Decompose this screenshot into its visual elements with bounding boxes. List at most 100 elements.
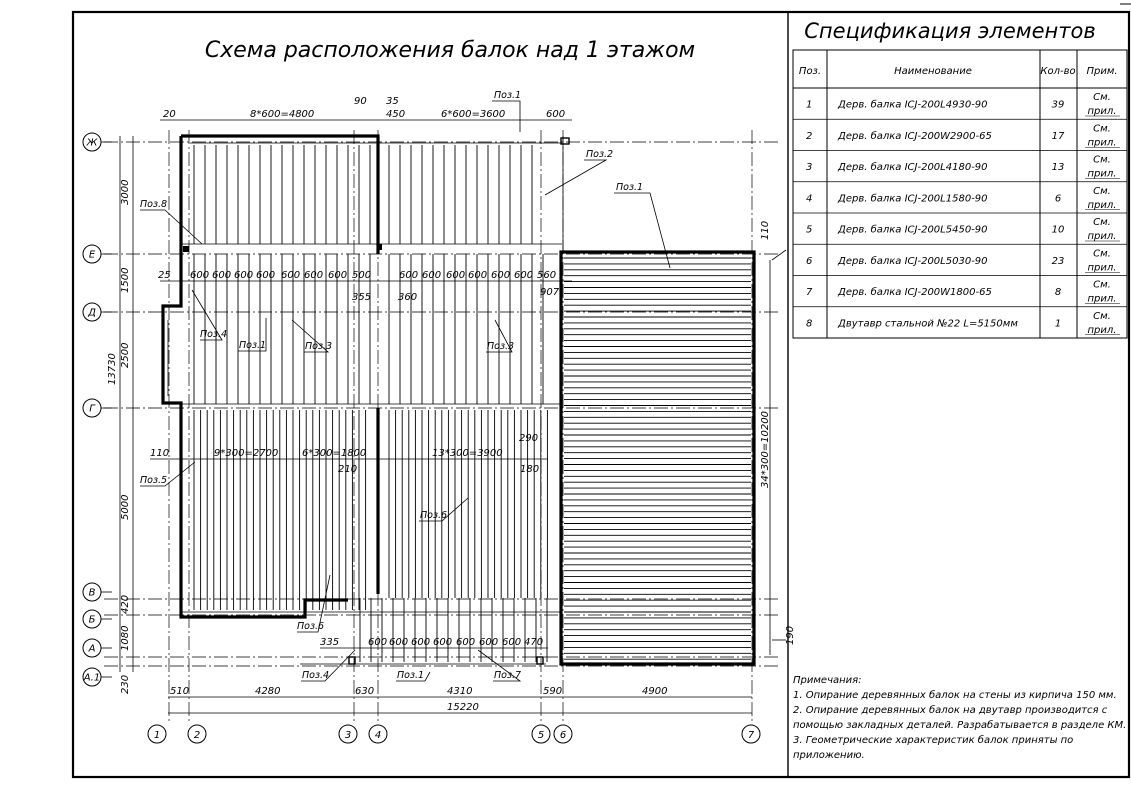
notes-title: Примечания: bbox=[793, 675, 862, 686]
spec-row-note: См. bbox=[1093, 311, 1111, 322]
spec-row-pos: 8 bbox=[806, 318, 812, 329]
dim-600-item: 600 bbox=[422, 270, 441, 281]
spec-row-pos: 1 bbox=[806, 100, 812, 111]
grid-axis-lines bbox=[104, 130, 780, 722]
spec-row-note: См. bbox=[1093, 280, 1111, 291]
spec-table: Спецификация элементов Поз. Наименование… bbox=[792, 19, 1128, 339]
axis-marker-Г: Г bbox=[82, 398, 112, 418]
spec-row-qty: 10 bbox=[1052, 225, 1065, 236]
note-line-2: 2. Опирание деревянных балок на двутавр … bbox=[793, 704, 1108, 716]
dim-600-item: 600 bbox=[281, 270, 300, 281]
dim-4280: 4280 bbox=[255, 686, 280, 697]
axis-marker-5: 5 bbox=[531, 724, 551, 744]
spec-row-pos: 7 bbox=[806, 287, 813, 298]
dim-600-item: 600 bbox=[190, 270, 209, 281]
callout-pos3-right: Поз.3 bbox=[487, 341, 514, 352]
dim-15220: 15220 bbox=[447, 702, 479, 713]
dim-20: 20 bbox=[163, 109, 176, 120]
dim-bottom-600-item: 600 bbox=[479, 637, 498, 648]
dim-600-item: 560 bbox=[537, 270, 556, 281]
dim-bottom-600-item: 600 bbox=[411, 637, 430, 648]
dim-bottom-600-item: 600 bbox=[502, 637, 521, 648]
spec-row-qty: 1 bbox=[1055, 318, 1061, 329]
spec-row-name: Дерв. балка ICJ-200L1580-90 bbox=[837, 192, 988, 204]
spec-row-pos: 3 bbox=[806, 162, 812, 173]
spec-row-note: прил. bbox=[1088, 200, 1117, 211]
axis-label: Ж bbox=[86, 138, 99, 149]
dim-1800: 6*300=1800 bbox=[302, 448, 366, 459]
dim-bottom-600-item: 600 bbox=[389, 637, 408, 648]
callout-pos7: Поз.7 bbox=[494, 670, 521, 681]
callout-pos1-top: Поз.1 bbox=[494, 90, 521, 101]
dim-600-item: 600 bbox=[304, 270, 323, 281]
spec-row-qty: 6 bbox=[1055, 193, 1061, 204]
spec-row-note: См. bbox=[1093, 92, 1111, 103]
spec-row-note: прил. bbox=[1088, 106, 1117, 117]
spec-row-note: прил. bbox=[1088, 169, 1117, 180]
spec-row-name: Дерв. балка ICJ-200W2900-65 bbox=[837, 130, 992, 142]
callout-pos3-left: Поз.3 bbox=[305, 341, 332, 352]
axis-marker-В: В bbox=[82, 582, 112, 602]
dim-290: 290 bbox=[519, 433, 538, 444]
axis-label: 1 bbox=[154, 730, 160, 741]
dim-3900: 13*300=3900 bbox=[432, 448, 503, 459]
spec-row-qty: 17 bbox=[1052, 131, 1065, 142]
dim-600-item: 600 bbox=[256, 270, 275, 281]
dim-360: 360 bbox=[398, 292, 417, 303]
dim-190: 190 bbox=[785, 626, 796, 645]
spec-row-note: См. bbox=[1093, 123, 1111, 134]
spec-row-name: Дерв. балка ICJ-200L5450-90 bbox=[837, 224, 988, 236]
sheet-frame bbox=[71, 3, 1131, 779]
dim-510: 510 bbox=[170, 686, 189, 697]
dim-13730: 13730 bbox=[107, 353, 118, 385]
axis-marker-Ж: Ж bbox=[82, 132, 112, 152]
axis-label: 4 bbox=[375, 730, 381, 741]
axis-label: А bbox=[88, 644, 96, 655]
axis-label: 6 bbox=[560, 730, 566, 741]
note-line-5: приложению. bbox=[793, 750, 865, 761]
note-line-1: 1. Опирание деревянных балок на стены из… bbox=[793, 689, 1117, 701]
note-line-4: 3. Геометрические характеристик балок пр… bbox=[793, 734, 1073, 746]
axis-label: 5 bbox=[538, 730, 544, 741]
dim-2700: 9*300=2700 bbox=[214, 448, 278, 459]
spec-row-pos: 5 bbox=[806, 225, 812, 236]
dim-600-item: 600 bbox=[514, 270, 533, 281]
dim-630: 630 bbox=[355, 686, 374, 697]
spec-title: Спецификация элементов bbox=[804, 19, 1095, 43]
dimension-texts: 20 8*600=4800 90 35 450 6*600=3600 600 2… bbox=[107, 96, 796, 713]
axis-marker-3: 3 bbox=[338, 724, 358, 744]
callout-pos2: Поз.2 bbox=[586, 149, 613, 160]
dimension-lines bbox=[119, 119, 787, 714]
spec-row-name: Дерв. балка ICJ-200L5030-90 bbox=[837, 255, 988, 267]
axis-label: Б bbox=[89, 615, 96, 626]
dim-420: 420 bbox=[120, 595, 131, 614]
dim-230: 230 bbox=[120, 675, 131, 694]
callout-pos8: Поз.8 bbox=[140, 199, 167, 210]
dim-335: 335 bbox=[320, 637, 339, 648]
spec-row-name: Дерв. балка ICJ-200L4930-90 bbox=[837, 99, 988, 111]
dim-35: 35 bbox=[386, 96, 399, 107]
spec-row-qty: 13 bbox=[1052, 162, 1065, 173]
spec-row-note: прил. bbox=[1088, 262, 1117, 273]
dim-10200: 34*300=10200 bbox=[760, 411, 771, 488]
notes: Примечания: 1. Опирание деревянных балок… bbox=[793, 675, 1126, 761]
axis-label: 7 bbox=[748, 730, 755, 741]
dim-90: 90 bbox=[354, 96, 367, 107]
dim-180: 180 bbox=[520, 464, 539, 475]
axis-marker-А.1: А.1 bbox=[82, 667, 112, 687]
spec-row-note: прил. bbox=[1088, 294, 1117, 305]
axis-label: Г bbox=[89, 404, 96, 415]
dim-600-item: 600 bbox=[468, 270, 487, 281]
dim-5000: 5000 bbox=[120, 495, 131, 520]
axis-marker-4: 4 bbox=[368, 724, 388, 744]
callout-pos6-bottom: Поз.6 bbox=[297, 621, 324, 632]
spec-row-pos: 6 bbox=[806, 256, 812, 267]
